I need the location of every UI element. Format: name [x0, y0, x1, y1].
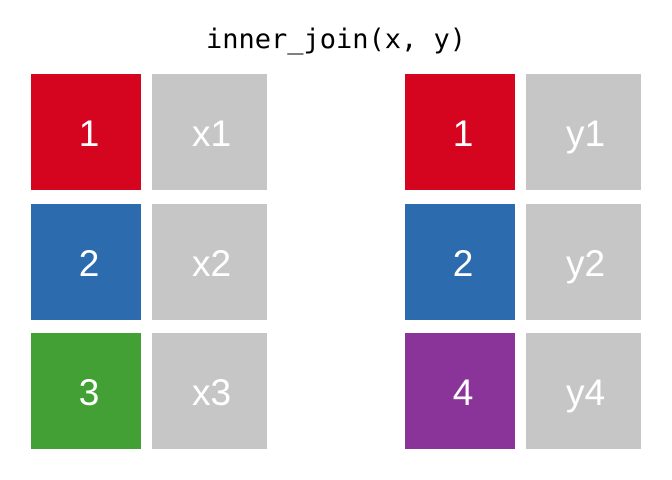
key-cell-label: 4	[452, 371, 474, 413]
diagram-title: inner_join(x, y)	[205, 24, 467, 55]
value-cell-x-1: x1	[152, 74, 267, 190]
key-cell-label: 2	[452, 242, 474, 284]
table-row: 4 y4	[405, 333, 641, 449]
key-cell-y-2: 2	[405, 204, 515, 320]
table-row: 3 x3	[31, 333, 267, 449]
value-cell-label: y4	[565, 371, 606, 413]
key-cell-label: 1	[452, 112, 474, 154]
value-cell-x-3: x3	[152, 333, 267, 449]
value-cell-y-1: y1	[526, 74, 641, 190]
table-row: 1 x1	[31, 74, 267, 190]
key-cell-x-2: 2	[31, 204, 141, 320]
key-cell-y-1: 1	[405, 74, 515, 190]
key-cell-label: 3	[78, 371, 100, 413]
table-row: 2 y2	[405, 204, 641, 320]
key-cell-x-1: 1	[31, 74, 141, 190]
value-cell-label: x1	[191, 112, 232, 154]
key-cell-label: 2	[78, 242, 100, 284]
value-cell-label: y2	[565, 242, 606, 284]
table-row: 1 y1	[405, 74, 641, 190]
value-cell-y-2: y2	[526, 204, 641, 320]
value-cell-label: x2	[191, 242, 232, 284]
value-cell-y-4: y4	[526, 333, 641, 449]
key-cell-label: 1	[78, 112, 100, 154]
value-cell-label: y1	[565, 112, 606, 154]
table-row: 2 x2	[31, 204, 267, 320]
key-cell-y-4: 4	[405, 333, 515, 449]
value-cell-label: x3	[191, 371, 232, 413]
key-cell-x-3: 3	[31, 333, 141, 449]
value-cell-x-2: x2	[152, 204, 267, 320]
